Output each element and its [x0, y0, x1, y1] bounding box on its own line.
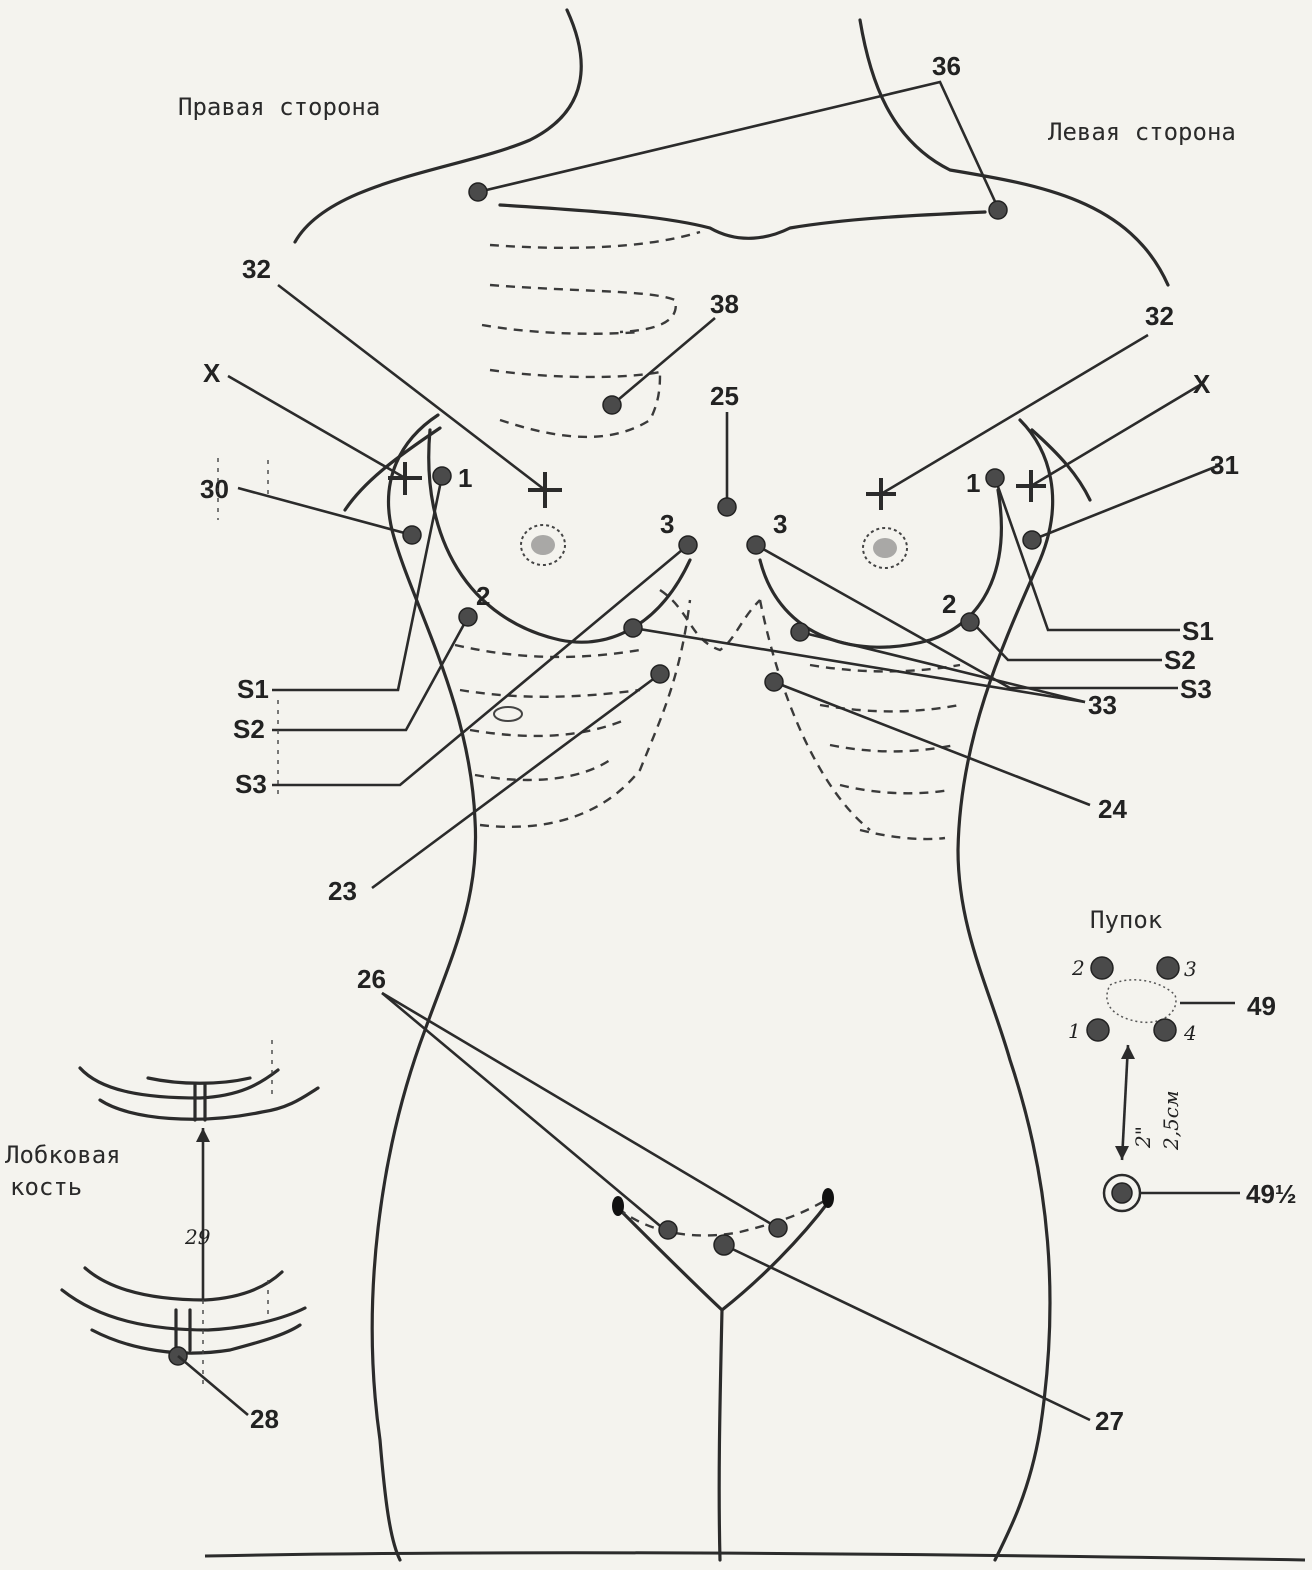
label-s1-left: S1 [1182, 616, 1214, 646]
point-33-left [791, 623, 809, 641]
label-31: 31 [1210, 450, 1239, 480]
label-2-right: 2 [476, 581, 490, 611]
point-49half [1112, 1183, 1132, 1203]
label-3-right: 3 [660, 509, 674, 539]
label-s1-right: S1 [237, 674, 269, 704]
point-23 [651, 665, 669, 683]
label-49half: 49½ [1246, 1179, 1297, 1209]
bottom-rule [205, 1553, 1305, 1560]
label-23: 23 [328, 876, 357, 906]
label-s3-left: S3 [1180, 674, 1212, 704]
torso-left [958, 420, 1053, 1560]
label-28: 28 [250, 1404, 279, 1434]
navel-point-3 [1157, 957, 1179, 979]
navel-distance-inch: 2" [1131, 1126, 1155, 1149]
label-25: 25 [710, 381, 739, 411]
groin-end-right [612, 1196, 624, 1216]
point-26-left [769, 1219, 787, 1237]
label-s2-left: S2 [1164, 645, 1196, 675]
navel-point-2 [1091, 957, 1113, 979]
label-x-right: X [203, 358, 221, 388]
point-1-left [986, 469, 1004, 487]
point-38 [603, 396, 621, 414]
header-left-side: Левая сторона [1048, 118, 1236, 146]
point-26-right [659, 1221, 677, 1239]
nipple-left [863, 528, 907, 568]
cross-marks [388, 462, 1046, 510]
header-right-side: Правая сторона [178, 93, 380, 121]
arm-left [1032, 430, 1090, 500]
navel-inset: Пупок 2 3 1 4 49 2" 2,5см 49½ [1068, 906, 1297, 1211]
label-29: 29 [184, 1225, 211, 1249]
label-1-right: 1 [458, 463, 472, 493]
label-26: 26 [357, 964, 386, 994]
small-mark [494, 707, 522, 721]
label-36: 36 [932, 51, 961, 81]
pubic-bone-inset: Лобковая кость 29 28 [5, 1040, 318, 1434]
point-2-left [961, 613, 979, 631]
point-3-right [679, 536, 697, 554]
collarbone [500, 205, 985, 238]
label-24: 24 [1098, 794, 1127, 824]
label-1-left: 1 [966, 468, 980, 498]
label-38: 38 [710, 289, 739, 319]
point-30 [403, 526, 421, 544]
label-30: 30 [200, 474, 229, 504]
navel-distance-cm: 2,5см [1159, 1090, 1183, 1151]
navel-n3: 3 [1184, 957, 1197, 981]
navel-point-4 [1154, 1019, 1176, 1041]
groin-end-left [822, 1188, 834, 1208]
navel-n4: 4 [1183, 1021, 1197, 1045]
label-x-left: X [1193, 369, 1211, 399]
point-24 [765, 673, 783, 691]
neck-left [860, 20, 1168, 285]
label-49: 49 [1247, 991, 1276, 1021]
label-32-right: 32 [242, 254, 271, 284]
navel-n1: 1 [1068, 1019, 1081, 1043]
leader-lines [228, 82, 1220, 1420]
label-s3-right: S3 [235, 769, 267, 799]
point-31 [1023, 531, 1041, 549]
navel-point-1 [1087, 1019, 1109, 1041]
point-3-left [747, 536, 765, 554]
pubic-bone-line1: Лобковая [5, 1141, 121, 1169]
label-s2-right: S2 [233, 714, 265, 744]
point-36-left [989, 201, 1007, 219]
torso-right [372, 415, 475, 1560]
label-33: 33 [1088, 690, 1117, 720]
point-36-right [469, 183, 487, 201]
nipple-right [521, 525, 565, 565]
point-27 [714, 1235, 734, 1255]
leg-division [719, 1310, 722, 1560]
point-33-right [624, 619, 642, 637]
navel-n2: 2 [1071, 956, 1085, 980]
label-3-left: 3 [773, 509, 787, 539]
pubic-bone-line2: кость [10, 1173, 82, 1201]
navel-title: Пупок [1090, 906, 1163, 934]
point-2-right [459, 608, 477, 626]
label-32-left: 32 [1145, 301, 1174, 331]
point-1-right [433, 467, 451, 485]
label-2-left: 2 [942, 589, 956, 619]
point-25 [718, 498, 736, 516]
label-27: 27 [1095, 1406, 1124, 1436]
